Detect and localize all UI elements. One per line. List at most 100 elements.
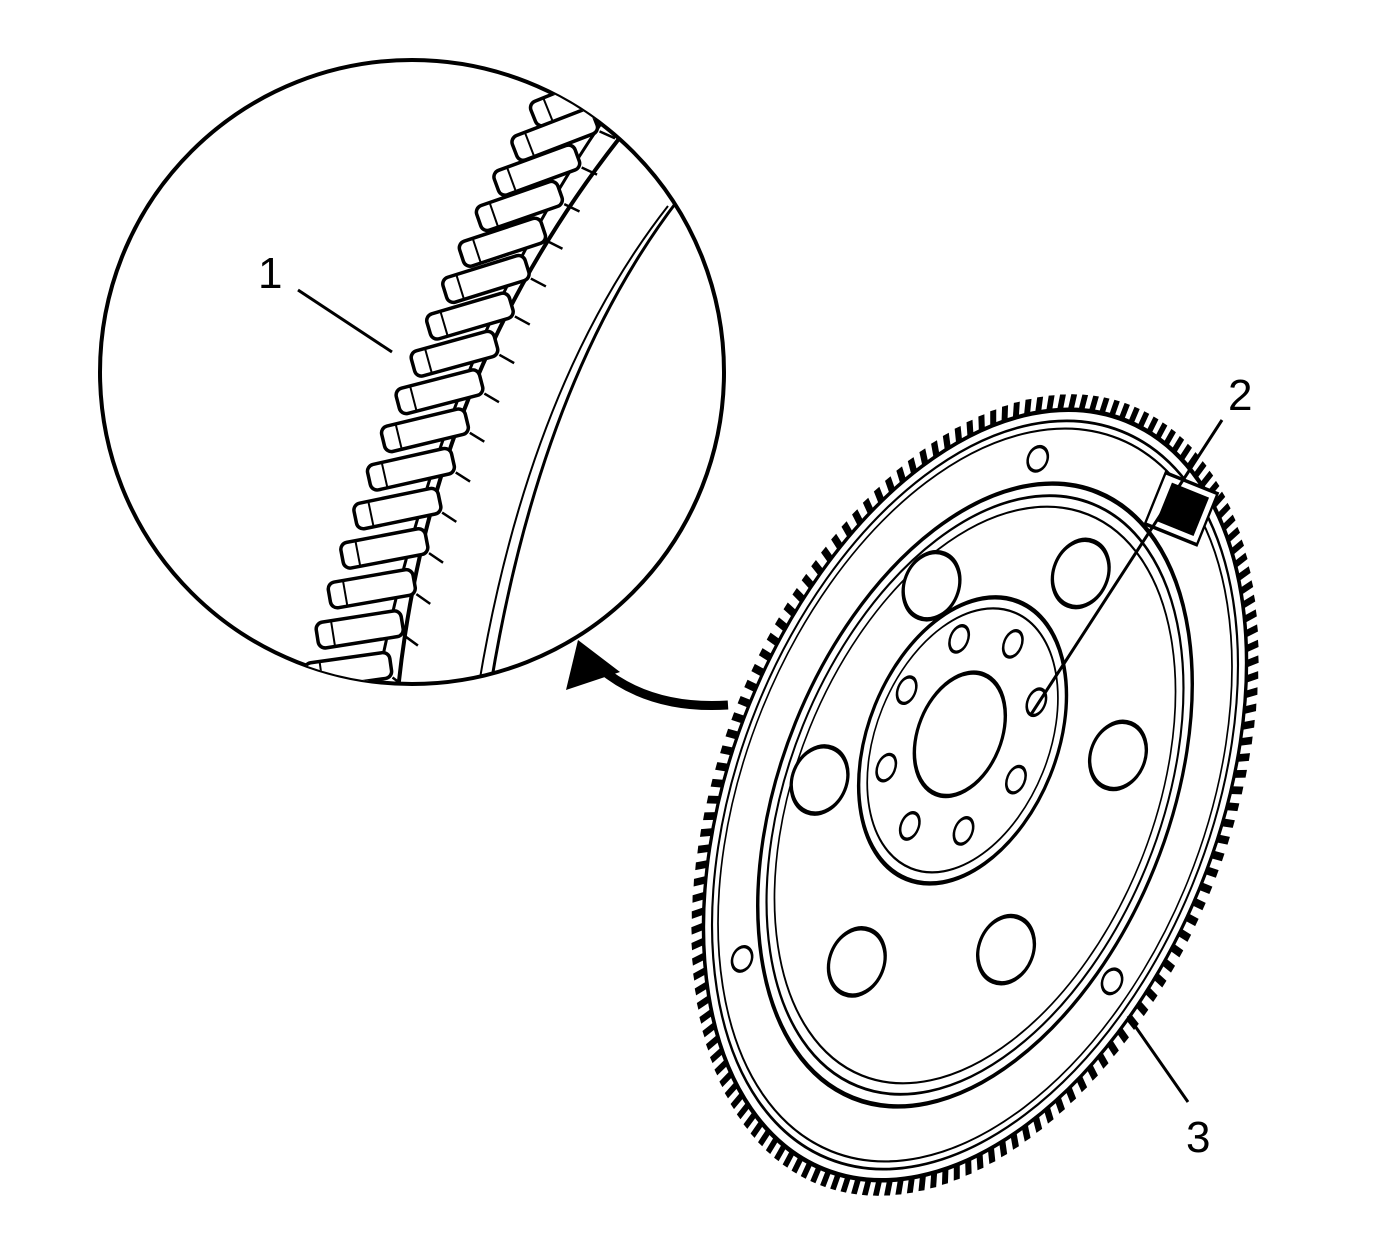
gear-tooth: [710, 778, 724, 788]
detail-circle-outline: [98, 58, 726, 686]
callout-3-leader: [1126, 1015, 1190, 1103]
flywheel-plate-step-1: [756, 481, 1194, 1109]
gear-tooth: [990, 409, 997, 427]
gear-tooth: [1044, 1106, 1054, 1124]
gear-tooth: [731, 712, 745, 724]
gear-tooth: [1010, 1132, 1019, 1150]
gear-tooth: [1170, 943, 1184, 958]
gear-tooth: [691, 907, 704, 919]
gear-tooth: [1035, 396, 1044, 413]
gear-tooth: [1097, 1052, 1109, 1069]
flywheel-balance-weight: [1143, 470, 1220, 547]
gear-tooth: [1199, 470, 1214, 488]
gear-tooth: [1230, 786, 1244, 795]
gear-tooth: [1221, 818, 1235, 828]
gear-tooth: [751, 663, 765, 677]
gear-tooth: [699, 1008, 713, 1024]
converter-hole: [901, 549, 962, 622]
gear-tooth: [703, 812, 717, 821]
detail-magnifier: 1: [98, 58, 726, 686]
gear-tooth: [987, 1146, 996, 1165]
flywheel-plate-step-3: [773, 505, 1177, 1085]
gear-tooth: [1163, 428, 1176, 447]
gear-tooth: [918, 1174, 926, 1192]
gear-tooth: [821, 546, 833, 563]
balance-hole: [1100, 967, 1124, 996]
flywheel-center-bore: [912, 670, 1008, 799]
gear-tooth: [1243, 609, 1257, 623]
gear-tooth: [1245, 624, 1258, 638]
gear-tooth: [791, 1156, 804, 1174]
gear-tooth: [705, 1034, 720, 1051]
gear-tooth: [1205, 866, 1219, 878]
gear-tooth: [800, 1161, 813, 1179]
gear-tooth: [811, 560, 824, 576]
gear-tooth: [1012, 401, 1020, 419]
flywheel-hub-outer: [856, 595, 1069, 886]
gear-tooth: [725, 728, 739, 740]
gear-tooth: [931, 440, 940, 458]
gear-tooth: [1242, 594, 1256, 609]
gear-tooth: [978, 414, 985, 432]
callout-2-label: 2: [1228, 371, 1252, 420]
gear-tooth: [965, 1158, 972, 1176]
detail-gear-tooth: [365, 446, 471, 492]
gear-tooth: [699, 828, 713, 837]
gear-tooth: [1024, 398, 1032, 416]
gear-tooth: [692, 891, 705, 903]
gear-tooth: [872, 1180, 883, 1196]
gear-tooth: [852, 509, 864, 526]
gear-tooth: [1177, 928, 1192, 942]
gear-tooth: [697, 844, 711, 854]
flywheel-hub-inner: [866, 607, 1059, 874]
gear-tooth: [1117, 1027, 1129, 1044]
gear-tooth: [1246, 655, 1259, 668]
gear-tooth: [1198, 882, 1213, 895]
gear-tooth: [820, 1170, 832, 1188]
gear-tooth: [861, 1179, 872, 1196]
gear-tooth: [1135, 1000, 1149, 1017]
detail-gear-tooth: [394, 368, 500, 416]
gear-tooth: [765, 1136, 779, 1155]
gear-tooth: [1118, 402, 1130, 420]
gear-tooth: [691, 922, 704, 935]
gear-tooth: [1211, 850, 1225, 862]
detail-gear-tooth: [339, 527, 444, 570]
gear-tooth: [919, 448, 929, 466]
gear-tooth: [1216, 834, 1230, 845]
gear-tooth: [954, 425, 963, 444]
gear-tooth: [1067, 394, 1078, 410]
gear-tooth: [1185, 913, 1199, 927]
flywheel-plate-step-2: [765, 494, 1185, 1096]
gear-tooth: [1244, 703, 1257, 715]
crank-bolt-hole: [898, 811, 921, 841]
converter-hole: [789, 744, 850, 816]
crank-bolt-hole: [1005, 764, 1027, 795]
gear-tooth: [841, 521, 853, 538]
gear-tooth: [884, 1179, 893, 1196]
gear-tooth: [1246, 671, 1259, 683]
gear-tooth: [953, 1163, 960, 1181]
gear-tooth: [1065, 1086, 1077, 1104]
detail-gear-tooth: [352, 486, 458, 531]
gear-tooth: [1230, 539, 1245, 556]
gear-tooth: [1099, 397, 1110, 414]
gear-tooth: [737, 695, 752, 708]
gear-tooth: [1237, 566, 1251, 582]
gear-tooth: [873, 486, 885, 504]
gear-tooth: [709, 1047, 724, 1064]
crank-bolt-hole: [875, 752, 898, 783]
detail-gear-tooth: [326, 567, 431, 610]
gear-tooth: [831, 533, 843, 550]
gear-tooth: [851, 1178, 862, 1195]
gear-tooth: [1239, 736, 1253, 746]
gear-tooth: [1226, 802, 1240, 812]
detail-inner-groove-inner: [477, 205, 669, 684]
gear-tooth: [1046, 395, 1055, 412]
gear-tooth: [966, 419, 974, 437]
detail-gear-tooth: [314, 609, 419, 650]
gear-tooth: [862, 497, 874, 515]
magnify-arrow: [566, 640, 729, 711]
gear-tooth: [758, 1128, 771, 1147]
gear-tooth: [1001, 405, 1009, 422]
